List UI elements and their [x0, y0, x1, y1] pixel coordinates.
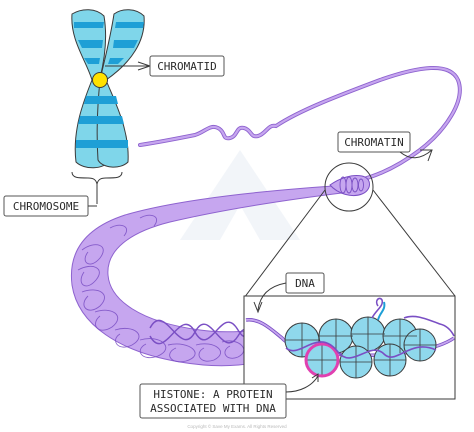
label-histone: HISTONE: A PROTEIN ASSOCIATED WITH DNA — [139, 373, 319, 419]
centromere — [92, 72, 108, 88]
label-chromatin: CHROMATIN — [337, 131, 433, 162]
histone-label-line-1: HISTONE: A PROTEIN — [153, 388, 272, 401]
chromatin-coil — [329, 175, 370, 197]
copyright-text: Copyright © Save My Exams. All Rights Re… — [187, 423, 287, 429]
dna-zoom-box — [243, 295, 456, 400]
chromatin-thread — [138, 66, 462, 182]
dna-label: DNA — [295, 277, 315, 290]
zoom-circle — [324, 162, 374, 212]
highlighted-histone — [304, 342, 340, 378]
chromatid-label: CHROMATID — [157, 60, 217, 73]
label-chromatid: CHROMATID — [105, 55, 225, 77]
label-chromosome: CHROMOSOME — [3, 195, 97, 217]
chromosome-bracket — [71, 171, 123, 185]
chromosome-label: CHROMOSOME — [13, 200, 79, 213]
chromatin-label: CHROMATIN — [344, 136, 404, 149]
chromosome — [71, 9, 145, 169]
label-dna: DNA — [253, 272, 325, 314]
histone-label-line-2: ASSOCIATED WITH DNA — [150, 402, 276, 415]
